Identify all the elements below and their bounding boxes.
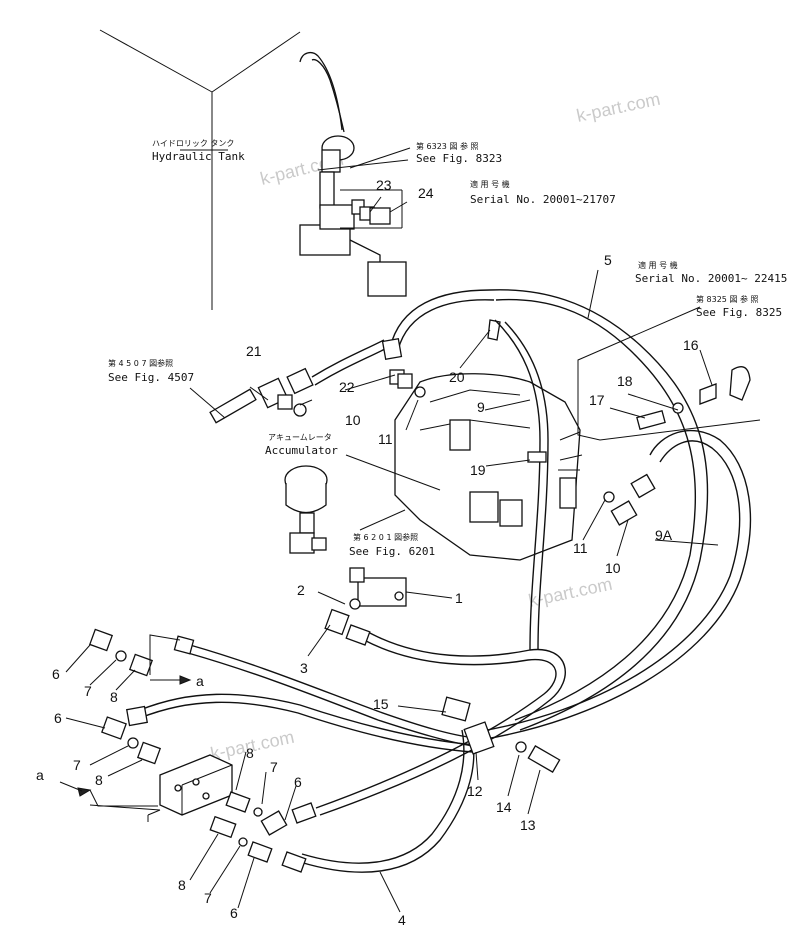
callout-10b: 10 bbox=[605, 560, 621, 576]
note-fig8325-jp: 第 8325 図 参 照 bbox=[696, 294, 759, 304]
callout-1: 1 bbox=[455, 590, 463, 606]
callout-10a: 10 bbox=[345, 412, 361, 428]
callout-7b: 7 bbox=[73, 757, 81, 773]
leader-lines bbox=[59, 147, 761, 913]
note-serial1-jp: 適 用 号 機 bbox=[470, 179, 510, 189]
note-tank-en: Hydraulic Tank bbox=[152, 150, 245, 163]
control-valve-body bbox=[394, 373, 583, 561]
callout-11b: 11 bbox=[573, 540, 588, 556]
callout-13: 13 bbox=[520, 817, 536, 833]
callout-14: 14 bbox=[496, 799, 512, 815]
callout-5: 5 bbox=[604, 252, 612, 268]
callout-6c: 6 bbox=[294, 774, 302, 790]
callout-6b: 6 bbox=[54, 710, 62, 726]
note-fig6201-en: See Fig. 6201 bbox=[349, 545, 435, 558]
callout-4: 4 bbox=[398, 912, 406, 925]
callout-20: 20 bbox=[449, 369, 465, 385]
callout-15: 15 bbox=[373, 696, 389, 712]
note-fig6201-jp: 第 6 2 0 1 図参照 bbox=[353, 532, 418, 542]
callout-7d: 7 bbox=[204, 890, 212, 906]
callout-2: 2 bbox=[297, 582, 305, 598]
callout-6a: 6 bbox=[52, 666, 60, 682]
distribution-block bbox=[147, 754, 233, 822]
callout-19: 19 bbox=[470, 462, 486, 478]
note-fig4507-jp: 第 4 5 0 7 図参照 bbox=[108, 358, 173, 368]
hydraulic-tank-outline bbox=[99, 29, 301, 310]
hoses bbox=[139, 289, 752, 873]
callout-11a: 11 bbox=[378, 431, 393, 447]
tank-pipe-assembly bbox=[299, 51, 409, 297]
note-accum-jp: アキュームレータ bbox=[268, 433, 332, 442]
callout-17: 17 bbox=[589, 392, 605, 408]
note-fig8323-jp: 第 6323 図 参 照 bbox=[416, 141, 479, 151]
note-accum-en: Accumulator bbox=[265, 444, 338, 457]
watermark-1: k-part.com bbox=[575, 89, 662, 126]
callout-8d: 8 bbox=[178, 877, 186, 893]
callout-3: 3 bbox=[300, 660, 308, 676]
callout-18: 18 bbox=[617, 373, 633, 389]
callout-8c: 8 bbox=[246, 745, 254, 761]
callout-7c: 7 bbox=[270, 759, 278, 775]
callout-8b: 8 bbox=[95, 772, 103, 788]
note-serial2-jp: 適 用 号 機 bbox=[638, 260, 678, 270]
fittings bbox=[88, 319, 751, 873]
part-callouts: 1 2 3 4 5 6 6 6 6 7 7 7 7 8 8 8 8 9 9A 1… bbox=[36, 177, 699, 925]
valve-block-1 bbox=[349, 567, 407, 607]
note-fig8323-en: See Fig. 8323 bbox=[416, 152, 502, 165]
callout-23: 23 bbox=[376, 177, 392, 193]
reference-notes: ハイドロリック タンク Hydraulic Tank 第 6323 図 参 照 … bbox=[108, 139, 787, 558]
callout-22: 22 bbox=[339, 379, 355, 395]
callout-6d: 6 bbox=[230, 905, 238, 921]
callout-21: 21 bbox=[246, 343, 262, 359]
callout-arrow-a2: a bbox=[36, 767, 44, 783]
callout-7a: 7 bbox=[84, 683, 92, 699]
note-tank-jp: ハイドロリック タンク bbox=[152, 139, 234, 148]
callout-9a: 9A bbox=[655, 527, 673, 543]
callout-9: 9 bbox=[477, 399, 485, 415]
note-fig4507-en: See Fig. 4507 bbox=[108, 371, 194, 384]
callout-12: 12 bbox=[467, 783, 483, 799]
callout-24: 24 bbox=[418, 185, 434, 201]
callout-16: 16 bbox=[683, 337, 699, 353]
note-fig8325-en: See Fig. 8325 bbox=[696, 306, 782, 319]
note-serial2-en: Serial No. 20001~ 22415 bbox=[635, 272, 787, 285]
callout-arrow-a1: a bbox=[196, 673, 204, 689]
note-serial1-en: Serial No. 20001~21707 bbox=[470, 193, 616, 206]
callout-8a: 8 bbox=[110, 689, 118, 705]
accumulator bbox=[284, 465, 328, 554]
